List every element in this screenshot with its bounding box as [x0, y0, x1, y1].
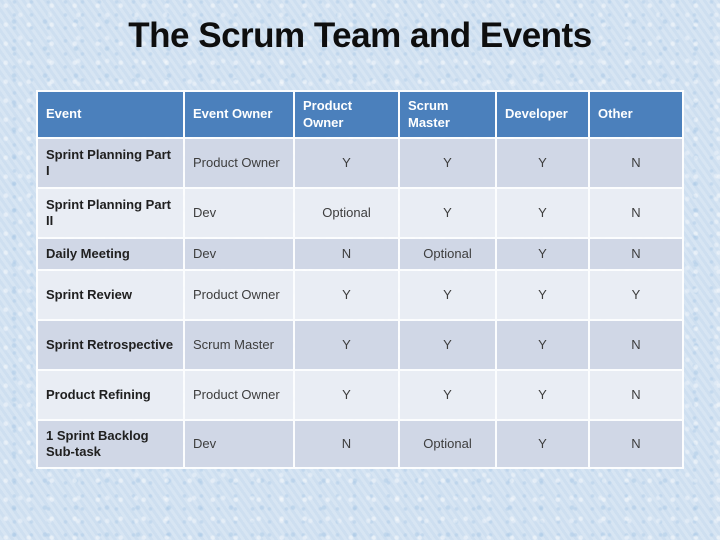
cell-other: N: [590, 371, 682, 419]
cell-product-owner: N: [295, 421, 398, 467]
cell-other: N: [590, 421, 682, 467]
cell-event: Sprint Review: [38, 271, 183, 319]
cell-other: N: [590, 189, 682, 237]
cell-event-owner: Product Owner: [185, 271, 293, 319]
cell-scrum-master: Optional: [400, 239, 495, 269]
cell-event-owner: Product Owner: [185, 371, 293, 419]
cell-event: 1 Sprint Backlog Sub-task: [38, 421, 183, 467]
cell-other: N: [590, 239, 682, 269]
scrum-events-table: Event Event Owner Product Owner Scrum Ma…: [36, 90, 684, 469]
header-developer: Developer: [497, 92, 588, 137]
cell-scrum-master: Y: [400, 139, 495, 187]
header-event: Event: [38, 92, 183, 137]
cell-developer: Y: [497, 271, 588, 319]
cell-developer: Y: [497, 421, 588, 467]
cell-event: Sprint Planning Part I: [38, 139, 183, 187]
cell-product-owner: Optional: [295, 189, 398, 237]
cell-other: N: [590, 321, 682, 369]
cell-event-owner: Dev: [185, 239, 293, 269]
cell-developer: Y: [497, 371, 588, 419]
cell-scrum-master: Y: [400, 371, 495, 419]
cell-developer: Y: [497, 139, 588, 187]
header-product-owner: Product Owner: [295, 92, 398, 137]
cell-event-owner: Product Owner: [185, 139, 293, 187]
cell-event: Daily Meeting: [38, 239, 183, 269]
cell-product-owner: Y: [295, 321, 398, 369]
cell-product-owner: N: [295, 239, 398, 269]
cell-other: Y: [590, 271, 682, 319]
cell-developer: Y: [497, 321, 588, 369]
cell-scrum-master: Y: [400, 189, 495, 237]
cell-product-owner: Y: [295, 139, 398, 187]
cell-event: Sprint Planning Part II: [38, 189, 183, 237]
cell-developer: Y: [497, 239, 588, 269]
header-scrum-master: Scrum Master: [400, 92, 495, 137]
cell-event-owner: Dev: [185, 421, 293, 467]
cell-scrum-master: Optional: [400, 421, 495, 467]
cell-event-owner: Dev: [185, 189, 293, 237]
cell-event: Product Refining: [38, 371, 183, 419]
header-event-owner: Event Owner: [185, 92, 293, 137]
cell-scrum-master: Y: [400, 271, 495, 319]
cell-developer: Y: [497, 189, 588, 237]
cell-event-owner: Scrum Master: [185, 321, 293, 369]
cell-product-owner: Y: [295, 371, 398, 419]
cell-other: N: [590, 139, 682, 187]
slide-title: The Scrum Team and Events: [128, 16, 592, 55]
cell-product-owner: Y: [295, 271, 398, 319]
cell-event: Sprint Retrospective: [38, 321, 183, 369]
header-other: Other: [590, 92, 682, 137]
cell-scrum-master: Y: [400, 321, 495, 369]
